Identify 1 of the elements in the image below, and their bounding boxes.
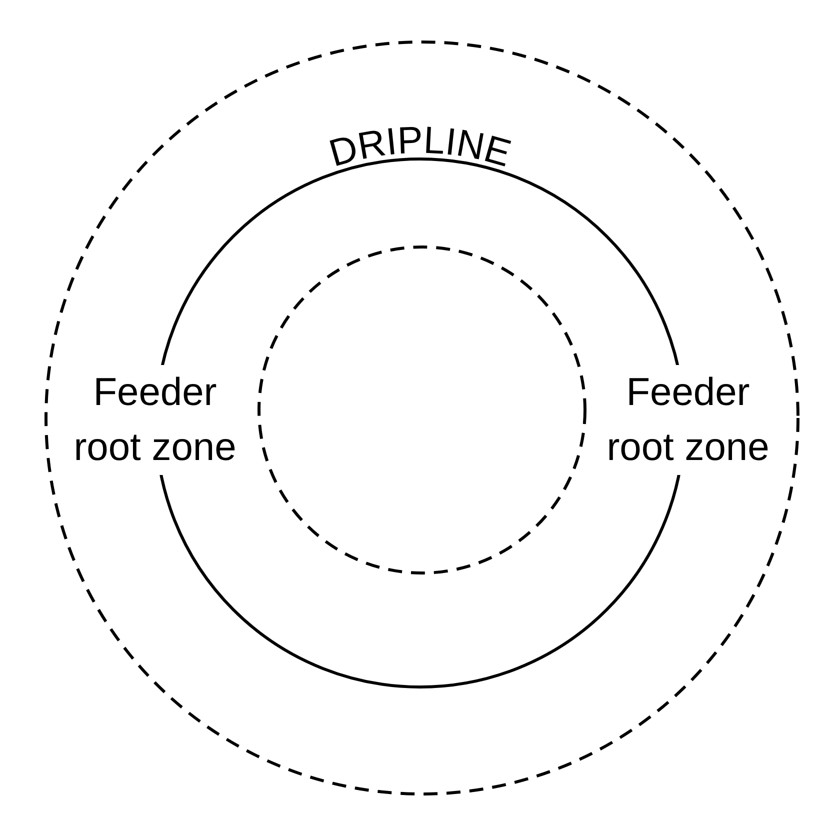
dripline-label: DRIPLINE [324, 120, 516, 176]
